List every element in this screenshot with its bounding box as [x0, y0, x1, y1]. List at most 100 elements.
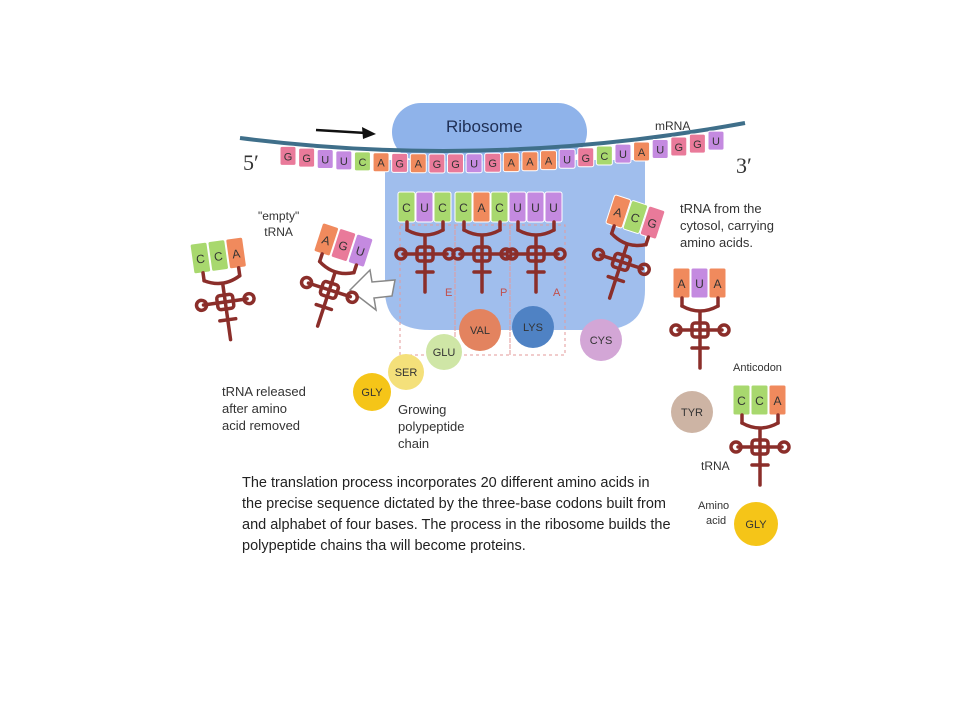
anticodon-base: U	[544, 191, 563, 223]
svg-text:G: G	[433, 159, 442, 171]
svg-text:U: U	[321, 155, 329, 167]
anticodon-base: C	[397, 191, 416, 223]
mrna-base: G	[391, 152, 409, 173]
mrna-base: G	[484, 152, 502, 173]
svg-text:A: A	[477, 201, 485, 215]
svg-text:A: A	[677, 277, 685, 291]
mrna-base: A	[540, 150, 558, 171]
svg-text:U: U	[695, 277, 704, 291]
anticodon-base: A	[672, 267, 691, 299]
svg-text:TYR: TYR	[681, 407, 703, 419]
svg-text:G: G	[581, 153, 590, 165]
anticodon-base: U	[347, 233, 374, 268]
direction-arrow-icon	[315, 127, 376, 139]
svg-text:G: G	[302, 153, 311, 165]
amino-acid-legend-label: Amino acid	[698, 499, 729, 529]
amino-acid-gly: GLY	[353, 373, 391, 411]
site-label-e: E	[445, 287, 453, 299]
svg-text:G: G	[693, 139, 702, 151]
anticodon-base: U	[508, 191, 527, 223]
mrna-base: U	[707, 130, 725, 151]
mrna-label: mRNA	[655, 119, 691, 133]
trna-from-cytosol-line-3: amino acids.	[680, 235, 753, 250]
mrna-base: A	[521, 151, 539, 172]
svg-text:C: C	[402, 201, 411, 215]
svg-text:C: C	[737, 394, 746, 408]
anticodon-base: U	[690, 267, 709, 299]
trna-released-line-3: acid removed	[222, 418, 301, 433]
trna-released-line-2: after amino	[222, 401, 288, 416]
svg-text:C: C	[459, 201, 468, 215]
amino-acid-glu: GLU	[426, 334, 462, 370]
svg-text:C: C	[438, 201, 447, 215]
svg-text:A: A	[638, 147, 646, 159]
anticodon-base: C	[433, 191, 452, 223]
svg-text:G: G	[646, 215, 659, 231]
mrna-base: G	[279, 145, 297, 166]
growing-chain-label: Growing polypeptide chain	[398, 401, 465, 452]
mrna-base: A	[372, 152, 390, 173]
svg-text:A: A	[612, 205, 624, 221]
empty-trna-label: "empty" tRNA	[258, 208, 299, 240]
amino-acid-lys: LYS	[512, 306, 554, 348]
anticodon-base: U	[415, 191, 434, 223]
svg-text:SER: SER	[395, 367, 418, 379]
empty-trna-line-2: tRNA	[264, 225, 293, 239]
anticodon-base: A	[225, 236, 247, 270]
amino-acid-tyr: TYR	[671, 391, 713, 433]
svg-text:U: U	[549, 201, 558, 215]
amino-acid-gly: GLY	[734, 502, 778, 546]
svg-text:A: A	[377, 158, 385, 170]
mrna-base: U	[335, 150, 353, 171]
site-label-a: A	[553, 287, 561, 299]
mrna-base: U	[651, 139, 669, 160]
mrna-base: U	[316, 149, 334, 170]
svg-text:A: A	[415, 159, 423, 171]
mrna-base: G	[428, 153, 446, 174]
anticodon-base: A	[472, 191, 491, 223]
mrna-base: G	[298, 147, 316, 168]
svg-text:A: A	[231, 247, 241, 262]
svg-text:U: U	[470, 159, 478, 171]
growing-chain-line-1: Growing	[398, 402, 447, 417]
svg-text:G: G	[395, 158, 404, 170]
trna-released-line-1: tRNA released	[222, 384, 306, 399]
amino-acid-line-1: Amino	[698, 500, 730, 512]
five-prime-label: 5′	[243, 150, 259, 175]
svg-text:U: U	[712, 136, 720, 148]
svg-text:U: U	[513, 201, 522, 215]
svg-text:U: U	[340, 156, 348, 168]
anticodon-base: C	[750, 384, 769, 416]
svg-text:G: G	[451, 159, 460, 171]
mrna-base: U	[558, 148, 576, 169]
trna-legend-label: tRNA	[701, 459, 730, 473]
anticodon-base: C	[207, 239, 229, 272]
svg-text:GLU: GLU	[433, 347, 456, 359]
mrna-base: G	[577, 147, 595, 168]
anticodon-base: C	[622, 200, 649, 234]
site-box-p	[454, 224, 511, 356]
anticodon-base: G	[330, 228, 357, 262]
mrna-base: G	[688, 133, 706, 154]
anticodon-base: U	[526, 191, 545, 223]
svg-text:U: U	[619, 149, 627, 161]
mrna-base: A	[409, 153, 427, 174]
svg-text:A: A	[508, 158, 516, 170]
trna-from-cytosol-label: tRNA from the cytosol, carrying amino ac…	[680, 200, 774, 251]
amino-acid-val: VAL	[459, 309, 501, 351]
anticodon-base: C	[490, 191, 509, 223]
svg-text:G: G	[488, 158, 497, 170]
amino-acid-line-2: acid	[706, 515, 727, 527]
svg-text:C: C	[213, 249, 224, 264]
svg-text:U: U	[531, 201, 540, 215]
svg-text:U: U	[354, 244, 367, 260]
